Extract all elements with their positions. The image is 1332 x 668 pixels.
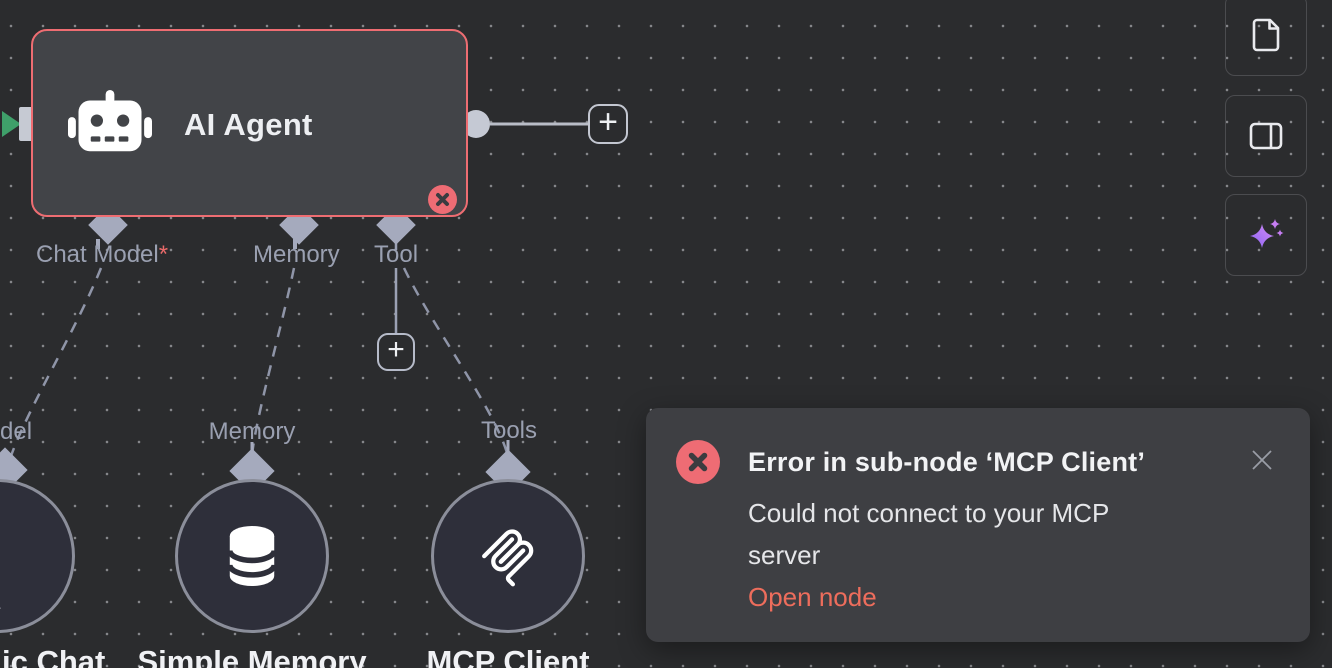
node-name-anthropic-chat: ic Chat	[2, 644, 106, 668]
mcp-icon	[482, 529, 534, 587]
port-label-chat-model: Chat Model*	[36, 241, 169, 268]
sidebar-button-document[interactable]	[1225, 0, 1307, 76]
split-panel-icon	[1249, 122, 1283, 150]
node-title: AI Agent	[184, 107, 313, 142]
toast-message: Could not connect to your MCP server	[748, 498, 1109, 570]
database-icon	[227, 526, 277, 586]
ai-sparkles-icon	[1250, 219, 1284, 248]
error-toast: Error in sub-node ‘MCP Client’ Could not…	[646, 408, 1310, 642]
connection-label-memory: Memory	[208, 418, 296, 445]
node-ai-agent[interactable]: AI Agent	[31, 29, 468, 217]
port-label-tool: Tool	[374, 241, 419, 268]
input-arrow-icon	[2, 111, 21, 137]
toast-title: Error in sub-node ‘MCP Client’	[748, 447, 1146, 477]
plus-icon: +	[598, 102, 618, 141]
anthropic-logo	[0, 606, 1, 609]
port-label-memory: Memory	[253, 241, 340, 268]
node-error-badge	[428, 185, 457, 214]
node-anthropic-chat[interactable]	[0, 479, 75, 633]
close-icon[interactable]	[1250, 448, 1274, 472]
node-simple-memory[interactable]	[175, 479, 329, 633]
sidebar-button-ai-assistant[interactable]	[1225, 194, 1307, 276]
plus-icon: +	[387, 333, 405, 366]
error-circle-icon	[676, 440, 720, 484]
required-marker: *	[158, 241, 169, 268]
open-node-link[interactable]: Open node	[748, 582, 877, 612]
node-name-mcp-client: MCP Client	[426, 644, 590, 668]
add-tool-button[interactable]: +	[377, 333, 415, 371]
sidebar-button-split-panel[interactable]	[1225, 95, 1307, 177]
add-node-button[interactable]: +	[588, 102, 628, 144]
document-icon	[1252, 18, 1280, 52]
robot-icon	[68, 88, 152, 162]
connection-label-tools: Tools	[480, 417, 538, 444]
node-name-simple-memory: Simple Memory	[137, 644, 367, 668]
node-mcp-client[interactable]	[431, 479, 585, 633]
connection-label-model: del	[0, 418, 33, 445]
